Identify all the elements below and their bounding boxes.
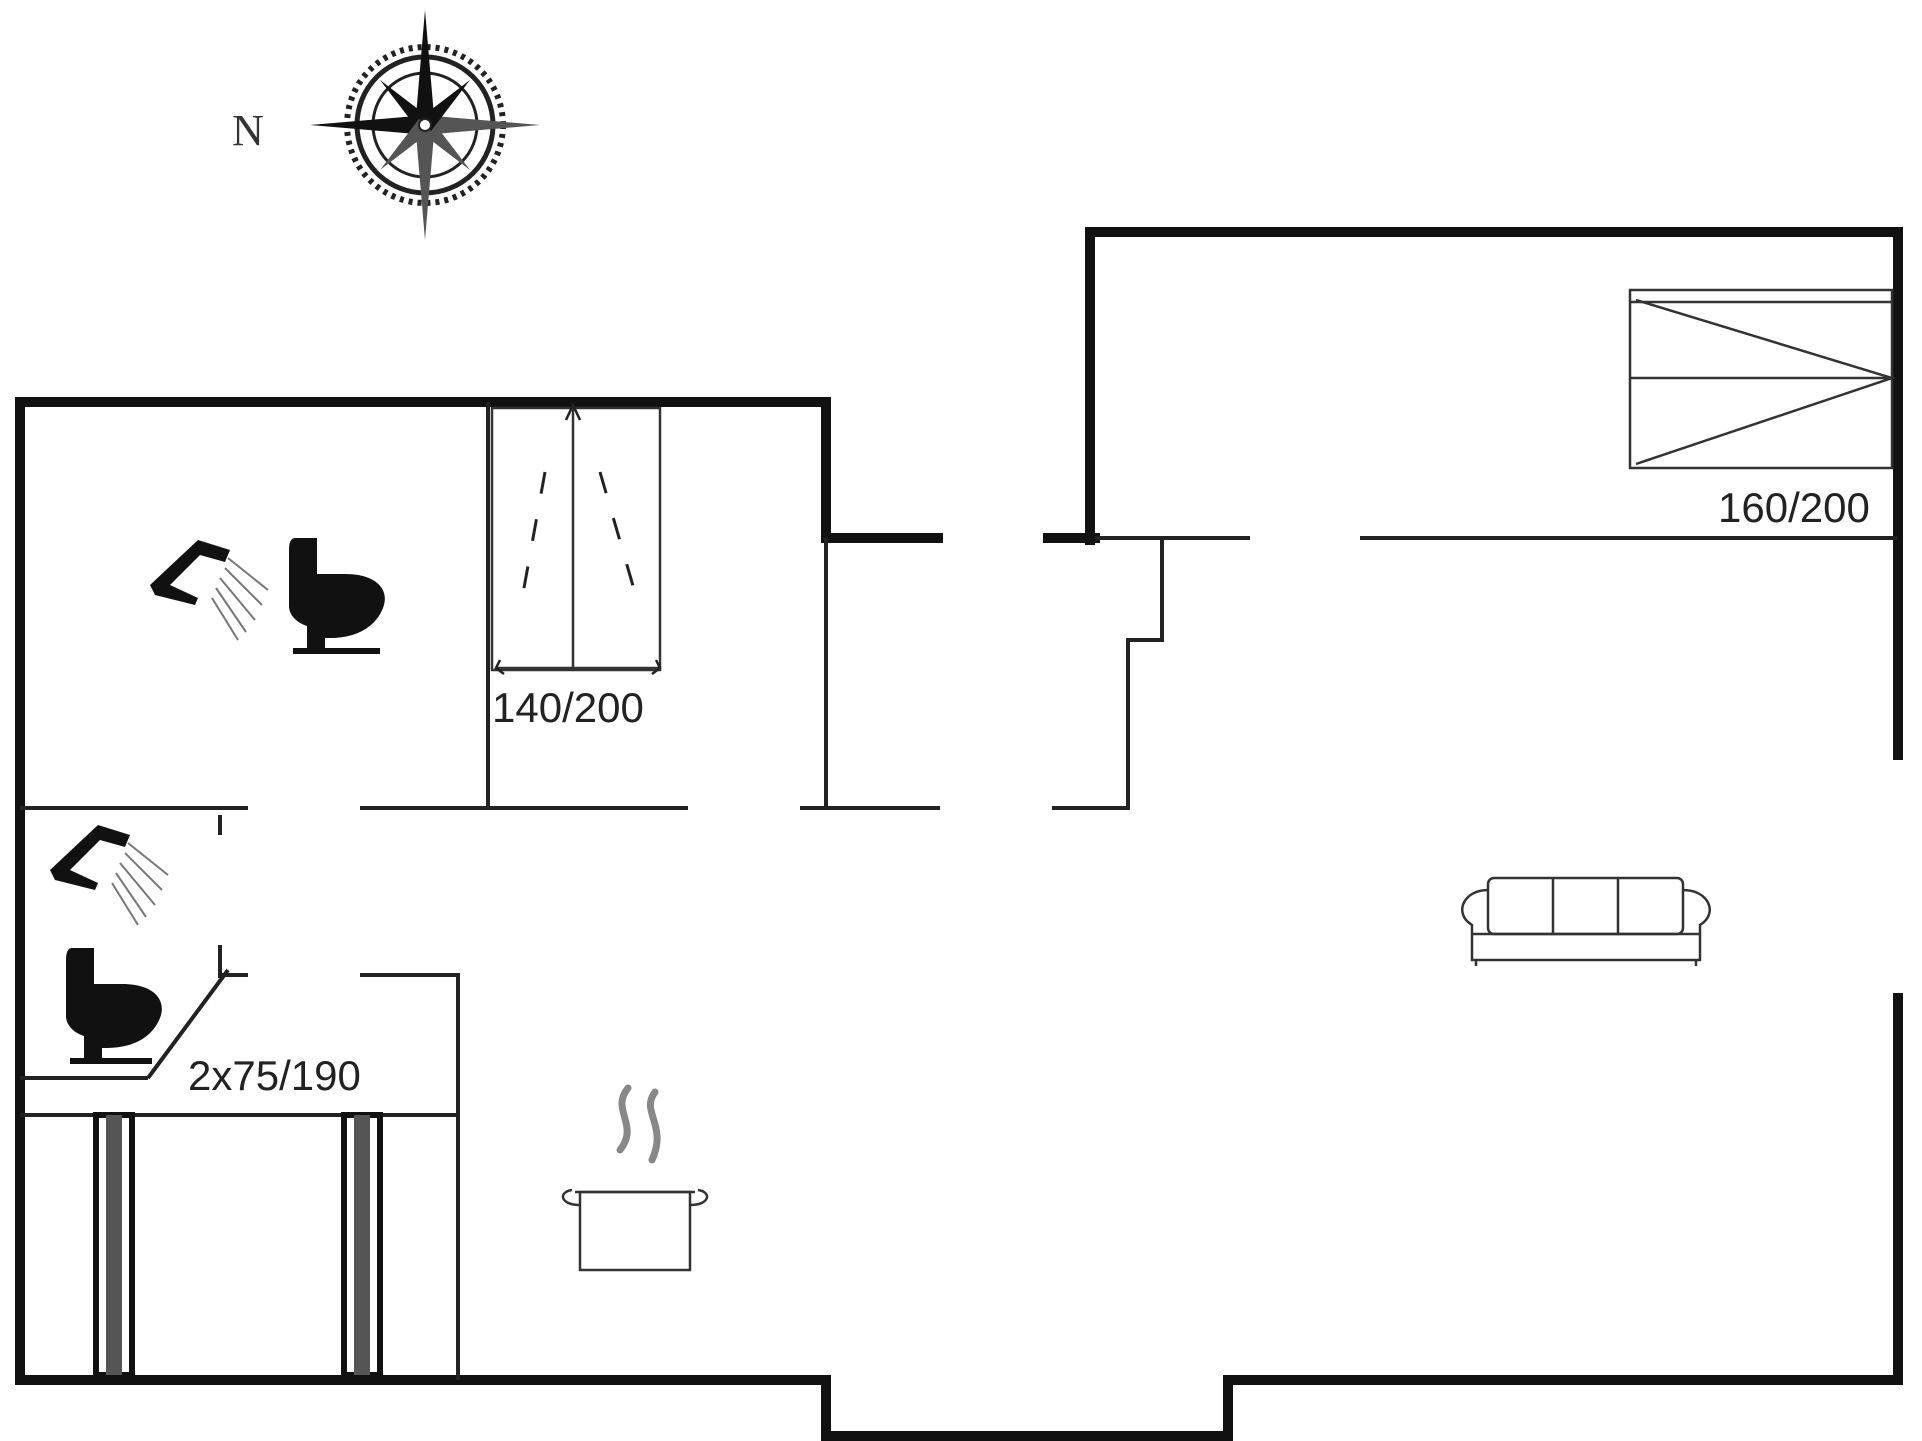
wall-right-wing — [1085, 227, 1903, 760]
stair-wall — [1052, 540, 1164, 810]
wall-left-wing — [15, 397, 1903, 1441]
interior-wall — [146, 968, 230, 1080]
double-bed-icon — [490, 402, 662, 675]
interior-walls — [20, 402, 1898, 1380]
bed-size-label: 2x75/190 — [188, 1052, 361, 1099]
compass-north-label: N — [232, 106, 264, 155]
bed-size-label: 160/200 — [1718, 484, 1870, 531]
exterior-walls — [15, 227, 1903, 1441]
bed-size-label: 140/200 — [492, 684, 644, 731]
bedroom-1: 140/200 — [490, 402, 662, 731]
twin-beds-icon — [93, 1112, 383, 1378]
loft-bedroom: 160/200 — [1628, 288, 1897, 531]
shower-icon — [50, 825, 169, 926]
bedroom-2: 2x75/190 — [93, 1052, 383, 1378]
toilet-icon — [289, 538, 385, 654]
sofa-icon — [1461, 876, 1711, 966]
bed-icon — [1628, 288, 1897, 470]
bathroom-small — [50, 825, 169, 1064]
interior-wall — [360, 973, 460, 1380]
cooking-pot-icon — [561, 1084, 709, 1272]
compass: N — [232, 10, 540, 240]
bathroom-large — [150, 538, 385, 654]
shower-icon — [150, 540, 269, 641]
living-area — [561, 876, 1711, 1272]
compass-rose-icon — [310, 10, 540, 240]
toilet-icon — [66, 948, 162, 1064]
